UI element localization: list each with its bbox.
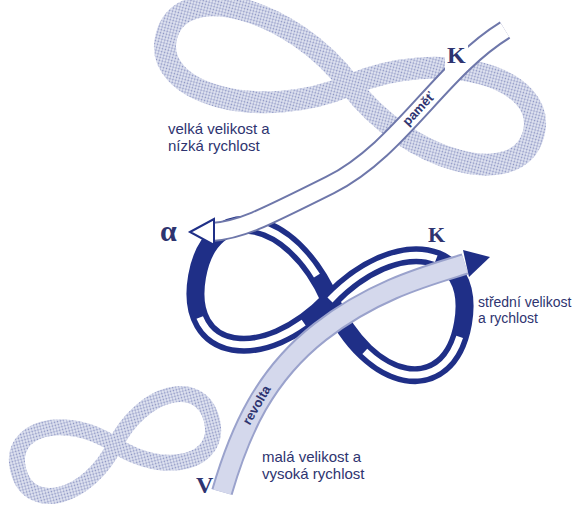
band-label: revolta [240,383,274,427]
scale-note: malá velikost a vysoká rychlost [262,448,384,483]
band-label: paměť [400,89,438,129]
cycle-letter: V [196,472,213,500]
large-loop [155,0,545,178]
cycle-letter: K [428,222,445,247]
middle-loop [187,217,474,382]
cycle-letter: α [160,214,177,249]
scale-note: střední velikost a rychlost [478,294,575,326]
cycle-letter: K [445,42,468,70]
revolt-arrow [222,250,490,492]
small-loop [10,387,221,504]
scale-note: velká velikost a nízká rychlost [168,120,290,155]
